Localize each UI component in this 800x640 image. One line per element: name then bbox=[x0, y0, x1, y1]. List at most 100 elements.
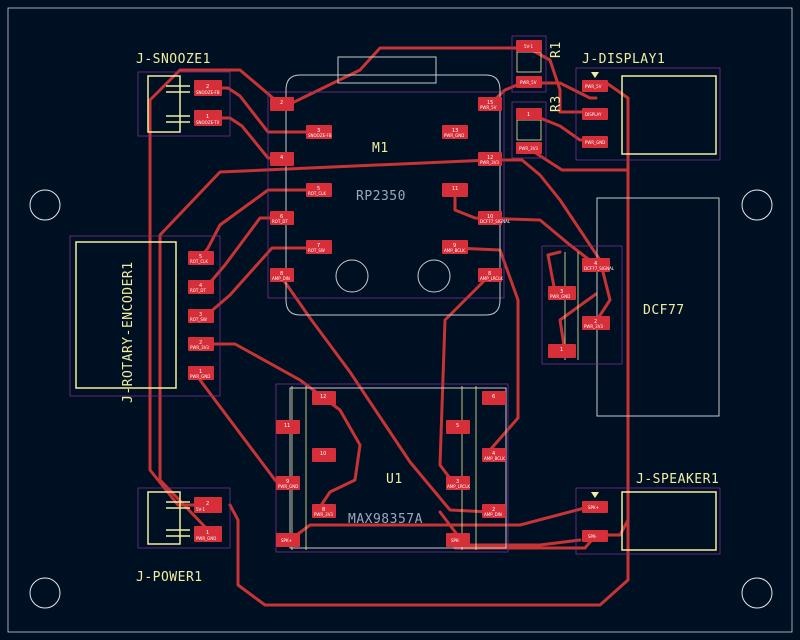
j-speaker1-ref: J-SPEAKER1 bbox=[636, 472, 719, 487]
j-rotary-encoder1-ref: J-ROTARY-ENCODER1 bbox=[121, 261, 136, 403]
pad-number: 6 bbox=[280, 214, 283, 220]
pad-number: 3 bbox=[199, 312, 202, 318]
pin1-marker-icon bbox=[591, 492, 599, 498]
pad-net: ROT_DT bbox=[190, 288, 206, 293]
pad-net: AMP_BCLK bbox=[484, 456, 505, 461]
pad-number: 12 bbox=[487, 155, 493, 161]
pad-net: AMP_DIN bbox=[272, 276, 290, 281]
pad-net: ROT_CLK bbox=[190, 259, 208, 264]
trace bbox=[453, 188, 598, 267]
pad-number: 13 bbox=[452, 128, 458, 134]
trace bbox=[288, 46, 598, 114]
pad-net: AMP_LRCLK bbox=[447, 484, 470, 489]
pad-net: DCF77_SIGNAL bbox=[584, 266, 615, 271]
pad-number: 1 bbox=[206, 114, 209, 120]
pad-net: PWR_3V3 bbox=[314, 512, 333, 517]
pad-number: 2 bbox=[206, 501, 209, 507]
pad-number: 1 bbox=[199, 369, 202, 375]
pad-net: ROT_SW bbox=[190, 317, 207, 322]
pad-number: 5 bbox=[317, 186, 320, 192]
board-edge bbox=[7, 7, 793, 633]
m1-ref: M1 bbox=[372, 141, 389, 156]
u1-ref: U1 bbox=[386, 472, 403, 487]
pad-number: 4 bbox=[594, 261, 597, 267]
pad-number: 2 bbox=[492, 507, 495, 513]
trace bbox=[158, 158, 492, 532]
pad-number: 3 bbox=[317, 128, 320, 134]
pad-number: 4 bbox=[199, 283, 202, 289]
pad-number: 2 bbox=[280, 100, 283, 106]
pad-net: PWR_GND bbox=[585, 140, 605, 145]
pad-net: 5V-1 bbox=[196, 507, 205, 512]
pad-net: PWR_3V3 bbox=[584, 324, 603, 329]
connector-j-rotary-encoder1: J-ROTARY-ENCODER1 5 ROT_CLK 4 ROT_DT 3 R… bbox=[69, 235, 221, 403]
pad-number: 3 bbox=[456, 479, 459, 485]
pad-net: PWR_5V bbox=[520, 80, 537, 85]
pad-net: DISPLAY bbox=[585, 112, 602, 117]
resistor-r3: R3 1 PWR_3V3 bbox=[511, 95, 564, 159]
dcf77-ref: DCF77 bbox=[643, 303, 685, 318]
trace bbox=[558, 292, 598, 354]
pad-number: 2 bbox=[206, 84, 209, 90]
trace bbox=[206, 342, 362, 512]
pad-number: 2 bbox=[199, 340, 202, 346]
pad-net: SPK- bbox=[451, 538, 460, 543]
pad-number: 9 bbox=[286, 479, 289, 485]
pad-net: PWR_GND bbox=[190, 374, 210, 379]
pad-net: PWR_GND bbox=[550, 294, 570, 299]
trace bbox=[278, 273, 492, 514]
pad-net: AMP_DIN bbox=[484, 512, 502, 517]
pad-net: SPK- bbox=[588, 534, 597, 539]
pad-number: 15 bbox=[487, 100, 493, 106]
mounting-hole-bottom-right bbox=[741, 577, 773, 609]
pad-number: 1 bbox=[206, 530, 209, 536]
trace bbox=[453, 246, 520, 452]
connector-j-display1: J-DISPLAY1 PWR_5V DISPLAY PWR_GND bbox=[575, 52, 721, 161]
trace bbox=[288, 503, 598, 542]
pad-net: PWR_GND bbox=[196, 536, 216, 541]
trace bbox=[438, 510, 582, 547]
pad-net: PWR_GND bbox=[278, 484, 298, 489]
trace bbox=[228, 503, 630, 607]
r1-ref: R1 bbox=[549, 41, 564, 58]
pad-net: ROT_SW bbox=[308, 248, 325, 253]
pad-net: PWR_3V3 bbox=[190, 345, 209, 350]
pad-number: 6 bbox=[492, 394, 495, 400]
resistor-r1: R1 5V-1 PWR_5V bbox=[511, 35, 564, 93]
pad-number: 10 bbox=[320, 451, 326, 457]
trace bbox=[606, 82, 630, 172]
pad-number: 11 bbox=[452, 186, 458, 192]
pad-number: 7 bbox=[317, 243, 320, 249]
pad-number: 5 bbox=[456, 423, 459, 429]
pad-number: 8 bbox=[280, 271, 283, 277]
trace bbox=[488, 158, 612, 325]
pad-net: PWR_3V3 bbox=[480, 160, 499, 165]
pad-net: PWR_3V3 bbox=[519, 146, 538, 151]
pad-net: SPK+ bbox=[588, 505, 599, 510]
trace bbox=[546, 250, 562, 294]
trace bbox=[148, 68, 282, 507]
trace bbox=[438, 273, 492, 487]
pad-net: 5V-1 bbox=[524, 44, 533, 49]
pad-net: PWR_GND bbox=[444, 133, 464, 138]
connector-j-speaker1: J-SPEAKER1 SPK+ SPK- bbox=[575, 472, 721, 555]
pad-number: 10 bbox=[487, 214, 493, 220]
pad-number: 4 bbox=[492, 451, 495, 457]
mounting-hole-bottom-left bbox=[29, 577, 61, 609]
connector-j-snooze1: J-SNOOZE1 2 SNOOZE-FB 1 SNOOZE-TX bbox=[136, 52, 231, 137]
pad-number: 1 bbox=[560, 347, 563, 353]
mounting-hole-top-right bbox=[741, 189, 773, 221]
pin1-marker-icon bbox=[591, 72, 599, 78]
pad-number: 12 bbox=[320, 394, 326, 400]
pad-net: SNOOZE-FB bbox=[196, 90, 220, 95]
pad-net: AMP_BCLK bbox=[444, 248, 465, 253]
u1-value: MAX98357A bbox=[348, 512, 423, 527]
pad-net: SPK+ bbox=[281, 538, 292, 543]
j-display1-ref: J-DISPLAY1 bbox=[582, 52, 665, 67]
pad-number: 2 bbox=[594, 319, 597, 325]
mounting-hole-top-left bbox=[29, 189, 61, 221]
pad-number: 8 bbox=[488, 271, 491, 277]
